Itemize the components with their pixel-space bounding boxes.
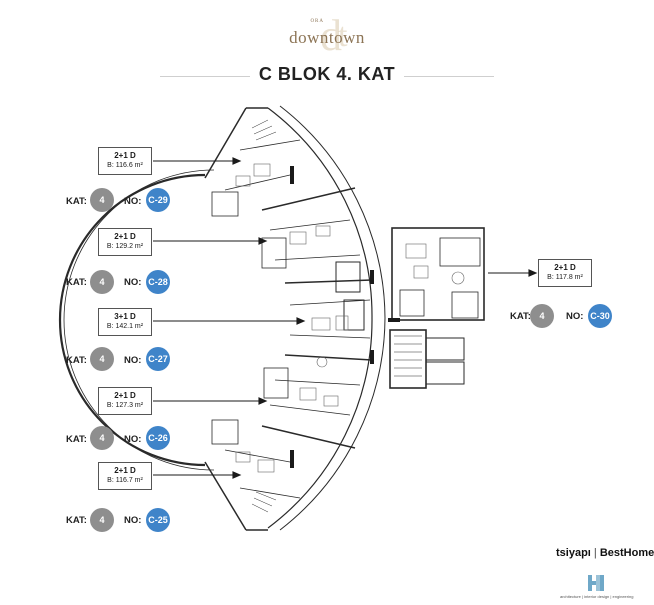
title-rule-left bbox=[160, 76, 250, 77]
unit-type: 3+1 D bbox=[114, 312, 136, 321]
no-label: NO: bbox=[124, 434, 142, 445]
unit-area: B: 116.6 m² bbox=[107, 162, 143, 169]
unit-type: 2+1 D bbox=[114, 151, 136, 160]
unit-no-badge: C-25 bbox=[146, 508, 170, 532]
kat-label: KAT: bbox=[66, 355, 87, 366]
kat-badge: 4 bbox=[90, 347, 114, 371]
kat-badge: 4 bbox=[90, 508, 114, 532]
no-label: NO: bbox=[124, 515, 142, 526]
svg-text:d: d bbox=[320, 11, 342, 58]
unit-area: B: 117.8 m² bbox=[547, 274, 583, 281]
unit-type: 2+1 D bbox=[114, 391, 136, 400]
kat-badge: 4 bbox=[90, 270, 114, 294]
kat-badge: 4 bbox=[530, 304, 554, 328]
kat-label: KAT: bbox=[66, 515, 87, 526]
logo-pre: ORA bbox=[310, 19, 324, 24]
brand-divider: | bbox=[593, 547, 600, 559]
unit-no-badge: C-26 bbox=[146, 426, 170, 450]
kat-label: KAT: bbox=[66, 277, 87, 288]
logo-word: downtown bbox=[289, 28, 365, 47]
page-title: C BLOK 4. KAT bbox=[258, 64, 396, 84]
unit-area: B: 142.1 m² bbox=[106, 323, 144, 330]
tsi-logo: tsiyapı bbox=[556, 547, 591, 559]
kat-label: KAT: bbox=[510, 311, 531, 322]
unit-type: 2+1 D bbox=[114, 232, 136, 241]
unit-no-badge: C-30 bbox=[588, 304, 612, 328]
kat-badge: 4 bbox=[90, 188, 114, 212]
no-label: NO: bbox=[124, 355, 142, 366]
unit-box-c25: 2+1 D B: 116.7 m² bbox=[98, 462, 152, 490]
unit-area: B: 116.7 m² bbox=[107, 477, 143, 484]
unit-no-badge: C-28 bbox=[146, 270, 170, 294]
besthome-logo: BestHome bbox=[599, 547, 654, 559]
brand-logos: tsiyapı | BestHome bbox=[556, 547, 654, 559]
title-rule-right bbox=[404, 76, 494, 77]
no-label: NO: bbox=[124, 277, 142, 288]
svg-text:t: t bbox=[338, 17, 348, 54]
no-label: NO: bbox=[566, 311, 584, 322]
unit-box-c26: 2+1 D B: 127.3 m² bbox=[98, 387, 152, 415]
unit-box-c29: 2+1 D B: 116.6 m² bbox=[98, 147, 152, 175]
unit-type: 2+1 D bbox=[554, 263, 576, 272]
downtown-logo: d t ORA downtown bbox=[272, 6, 382, 60]
unit-area: B: 127.3 m² bbox=[106, 402, 144, 409]
unit-area: B: 129.2 m² bbox=[106, 243, 144, 250]
kat-label: KAT: bbox=[66, 196, 87, 207]
unit-no-badge: C-27 bbox=[146, 347, 170, 371]
unit-box-c30: 2+1 D B: 117.8 m² bbox=[538, 259, 592, 287]
dt-monogram-icon: d t bbox=[320, 11, 348, 60]
kat-label: KAT: bbox=[66, 434, 87, 445]
unit-box-c27: 3+1 D B: 142.1 m² bbox=[98, 308, 152, 336]
no-label: NO: bbox=[124, 196, 142, 207]
unit-type: 2+1 D bbox=[114, 466, 136, 475]
unit-no-badge: C-29 bbox=[146, 188, 170, 212]
kat-badge: 4 bbox=[90, 426, 114, 450]
unit-box-c28: 2+1 D B: 129.2 m² bbox=[98, 228, 152, 256]
brand-subtitle: architecture | interior design | enginee… bbox=[560, 594, 634, 599]
hn-monogram-icon bbox=[588, 575, 604, 591]
